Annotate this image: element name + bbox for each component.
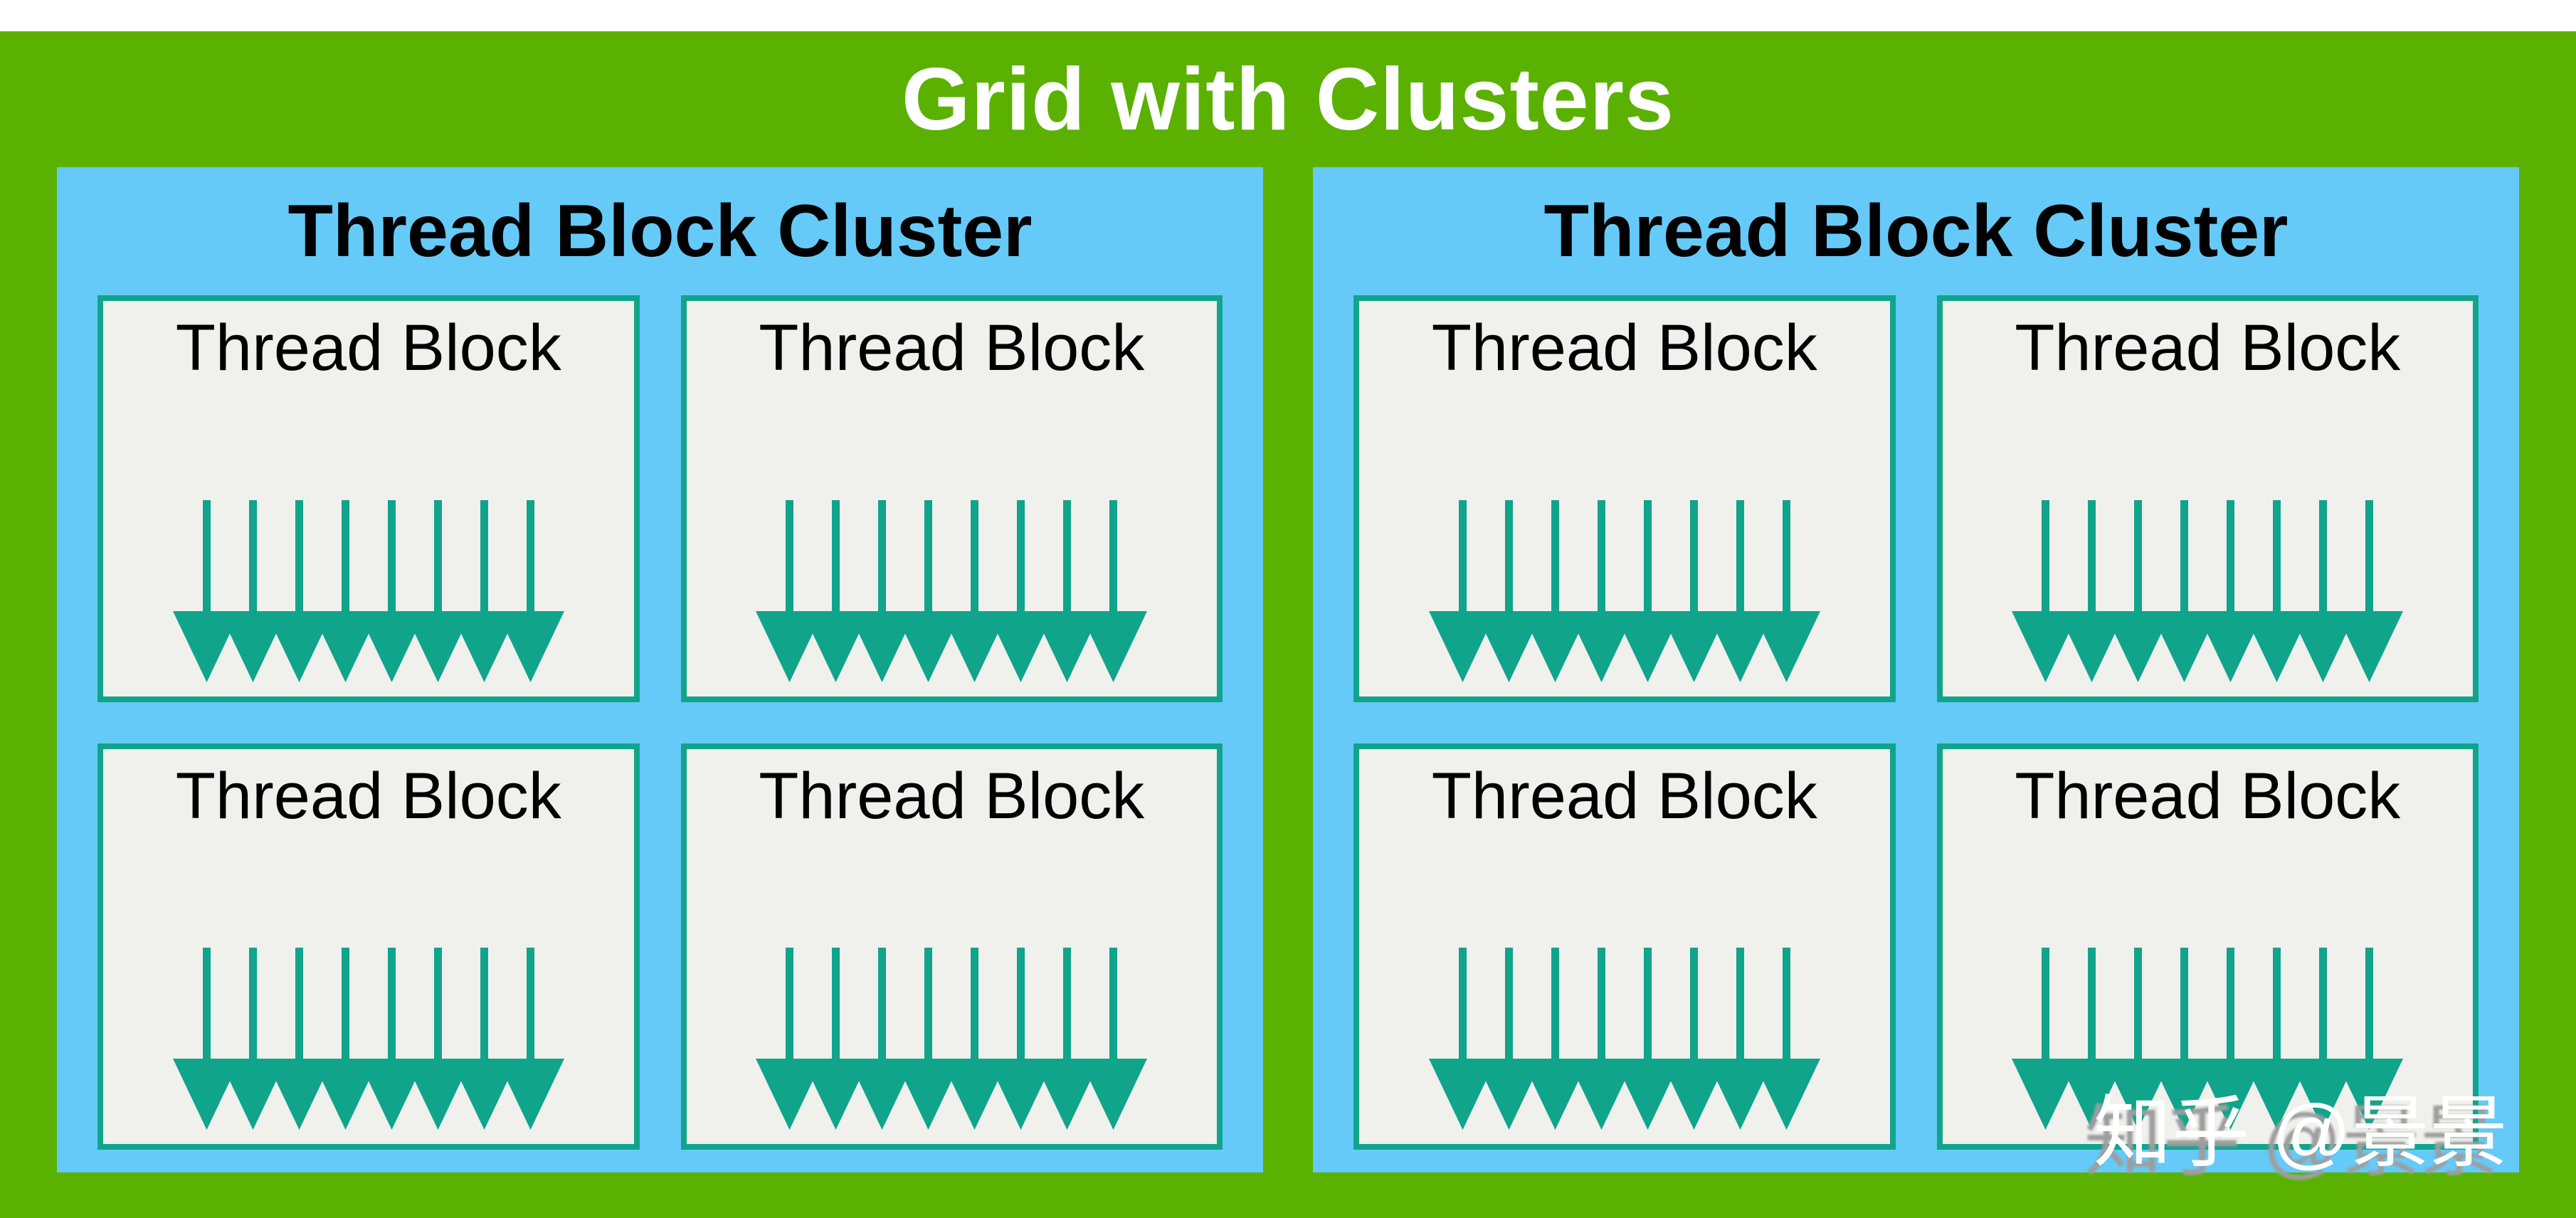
down-arrows-svg [756,499,1148,682]
thread-block-label: Thread Block [759,759,1145,832]
down-arrows-svg [1428,499,1820,682]
grid-with-clusters-container: Grid with Clusters Thread Block Cluster … [0,31,2576,1218]
thread-arrows-icon [172,948,564,1130]
cluster-title: Thread Block Cluster [287,189,1033,272]
thread-block: Thread Block [97,743,640,1150]
thread-block: Thread Block [680,295,1223,702]
down-arrows-svg [2012,499,2404,682]
thread-block-label: Thread Block [2015,312,2401,384]
thread-arrows-icon [1428,948,1820,1130]
down-arrows-svg [2012,948,2404,1130]
down-arrows-svg [172,948,564,1130]
thread-block: Thread Block [1936,295,2479,702]
thread-block-label: Thread Block [175,759,561,832]
down-arrows-svg [172,499,564,682]
thread-block: Thread Block [1936,743,2479,1150]
thread-arrows-icon [2012,499,2404,682]
watermark: 知乎 @景景 [2093,1089,2508,1177]
thread-arrows-icon [756,499,1148,682]
cluster-title: Thread Block Cluster [1543,189,2289,272]
thread-block-label: Thread Block [759,312,1145,384]
grid-title: Grid with Clusters [902,50,1674,149]
thread-block-label: Thread Block [1431,759,1817,832]
clusters-row: Thread Block Cluster Thread Block Thread… [0,167,2576,1172]
thread-block-label: Thread Block [175,312,561,384]
thread-block-cluster-left: Thread Block Cluster Thread Block Thread… [57,167,1263,1172]
thread-block: Thread Block [1353,295,1896,702]
thread-arrows-icon [756,948,1148,1130]
thread-block-label: Thread Block [2015,759,2401,832]
thread-arrows-icon [2012,948,2404,1130]
thread-block-cluster-right: Thread Block Cluster Thread Block Thread… [1313,167,2519,1172]
thread-arrows-icon [1428,499,1820,682]
down-arrows-svg [756,948,1148,1130]
thread-block: Thread Block [1353,743,1896,1150]
thread-block-label: Thread Block [1431,312,1817,384]
thread-block: Thread Block [97,295,640,702]
blocks-grid: Thread Block Thread Block Thread Block T… [57,295,1263,1172]
blocks-grid: Thread Block Thread Block Thread Block T… [1313,295,2519,1172]
thread-block: Thread Block [680,743,1223,1150]
thread-arrows-icon [172,499,564,682]
down-arrows-svg [1428,948,1820,1130]
top-white-strip [0,0,2576,31]
